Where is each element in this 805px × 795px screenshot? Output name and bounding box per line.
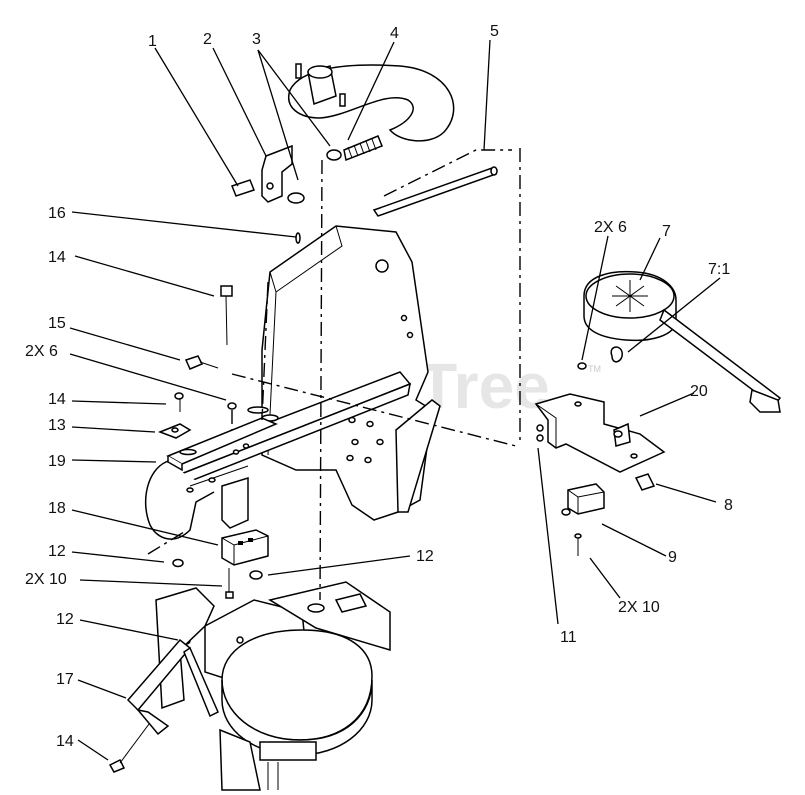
callout-4: 4 (390, 25, 399, 42)
leader-lines (69, 39, 721, 761)
callout-2x6-left: 2X 6 (25, 343, 58, 360)
callout-5: 5 (490, 23, 499, 40)
callout-14-top: 14 (48, 249, 66, 266)
callout-8: 8 (724, 497, 733, 514)
watermark-trademark: TM (588, 364, 601, 374)
callout-15: 15 (48, 315, 66, 332)
callout-1: 1 (148, 33, 157, 50)
callout-18: 18 (48, 500, 66, 517)
callout-2x6-right: 2X 6 (594, 219, 627, 236)
callout-13: 13 (48, 417, 66, 434)
callout-2: 2 (203, 31, 212, 48)
callout-20: 20 (690, 383, 708, 400)
callout-14-mid: 14 (48, 391, 66, 408)
callout-labels: 1 2 3 4 5 16 14 15 2X 6 14 13 19 18 12 2… (25, 23, 733, 750)
assembly-centerlines (147, 148, 521, 601)
callout-3: 3 (252, 31, 261, 48)
plate-19 (157, 417, 278, 472)
main-plate (261, 225, 441, 521)
callout-2x10-right: 2X 10 (618, 599, 660, 616)
right-assembly (534, 270, 782, 556)
callout-19: 19 (48, 453, 66, 470)
callout-7: 7 (662, 223, 671, 240)
callout-7-1: 7:1 (708, 261, 730, 278)
callout-12-mid: 12 (416, 548, 434, 565)
callout-16: 16 (48, 205, 66, 222)
callout-9: 9 (668, 549, 677, 566)
brace-17 (126, 638, 219, 736)
callout-11: 11 (560, 629, 577, 646)
callout-2x10-left: 2X 10 (25, 571, 67, 588)
lower-bracket (144, 371, 412, 540)
engine-assembly (155, 581, 391, 791)
callout-14-bottom: 14 (56, 733, 74, 750)
callout-12-bottom: 12 (56, 611, 74, 628)
callout-17: 17 (56, 671, 74, 688)
lever-assembly (231, 63, 498, 244)
switch-18 (221, 529, 269, 566)
callout-12-left: 12 (48, 543, 66, 560)
